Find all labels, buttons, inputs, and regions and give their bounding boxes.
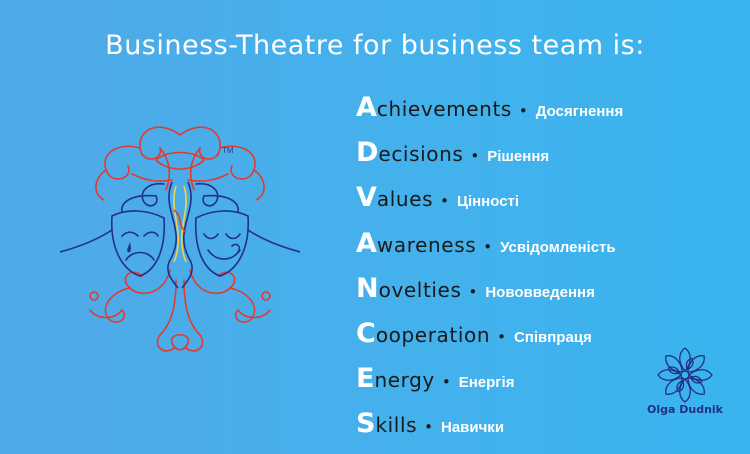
mandala-flower-icon	[655, 345, 715, 405]
item-translation: Досягнення	[535, 103, 624, 120]
bullet: •	[518, 102, 528, 120]
item-word: ecisions	[378, 142, 464, 167]
item-translation: Цінності	[456, 193, 520, 211]
bullet: •	[497, 327, 506, 346]
item-initial: S	[356, 408, 376, 440]
item-initial: C	[356, 317, 376, 349]
item-word: alues	[376, 187, 434, 212]
item-initial: A	[356, 227, 377, 259]
bullet: •	[440, 192, 449, 211]
theatre-tree-logo-icon	[59, 120, 301, 370]
item-word: wareness	[376, 232, 477, 257]
item-translation: Рішення	[487, 148, 550, 166]
bullet: •	[483, 237, 493, 256]
item-initial: V	[356, 182, 377, 214]
bullet: •	[441, 373, 451, 392]
item-translation: Нововведення	[485, 283, 595, 301]
item-initial: E	[356, 363, 375, 395]
item-word: ovelties	[378, 277, 462, 302]
bullet: •	[424, 418, 433, 437]
item-translation: Навички	[440, 419, 505, 437]
item-translation: Усвідомленість	[500, 238, 616, 256]
item-word: nergy	[374, 368, 435, 393]
bullet: •	[470, 147, 480, 166]
author-name: Olga Dudnik	[646, 403, 723, 416]
item-initial: D	[356, 137, 379, 169]
item-word: chievements	[376, 97, 512, 121]
trademark-label: TM	[222, 146, 234, 155]
item-word: ooperation	[375, 322, 491, 347]
item-initial: N	[356, 272, 379, 304]
page-title: Business-Theatre for business team is:	[105, 30, 645, 61]
item-initial: A	[356, 92, 377, 123]
item-translation: Співпраця	[513, 328, 592, 346]
bullet: •	[468, 282, 478, 301]
item-word: kills	[375, 413, 418, 438]
item-translation: Енергія	[458, 374, 515, 392]
